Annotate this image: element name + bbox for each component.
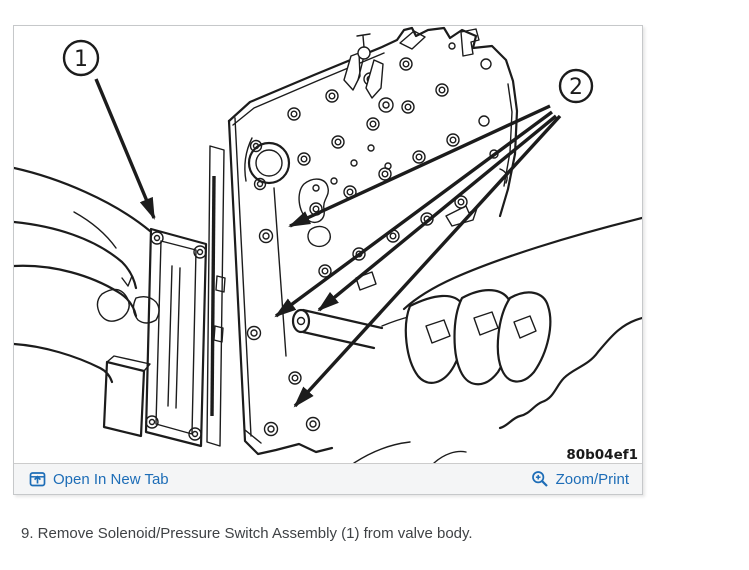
callout-2-label: 2 [569, 75, 583, 100]
separator-plate-edge [206, 145, 226, 447]
left-hand [14, 166, 152, 384]
window-arrow-up-icon [29, 472, 46, 487]
step-instruction: 9. Remove Solenoid/Pressure Switch Assem… [21, 525, 473, 542]
seal-ring-icon [244, 137, 291, 185]
callout-2: 2 [558, 68, 594, 104]
accumulator-pin [291, 308, 384, 350]
right-hand [353, 216, 642, 463]
fingernail [513, 315, 537, 339]
solenoid-assembly [102, 227, 208, 448]
connector-block [102, 355, 151, 438]
zoom-print-label: Zoom/Print [555, 470, 629, 488]
callout-1-label: 1 [74, 47, 88, 72]
figure-code: 80b04ef1 [566, 447, 638, 463]
callout-2-arrows [274, 104, 562, 408]
open-in-new-tab-label: Open In New Tab [53, 470, 169, 488]
fingernail [473, 311, 499, 336]
valve-body-plate [227, 26, 519, 456]
magnifier-plus-icon [531, 471, 548, 487]
open-in-new-tab-link[interactable]: Open In New Tab [29, 470, 169, 488]
figure-action-bar: Open In New Tab Zoom/Print [14, 463, 642, 494]
valve-body-illustration: 1 2 80b04ef1 [14, 26, 642, 463]
figure-panel: 1 2 80b04ef1 Open In New Tab [13, 25, 643, 495]
callout-1: 1 [62, 39, 100, 77]
callout-1-arrow [94, 78, 156, 220]
top-valve-details [343, 28, 508, 184]
fingernail [425, 319, 451, 344]
thumbnail [96, 288, 130, 322]
zoom-print-link[interactable]: Zoom/Print [531, 470, 629, 488]
check-balls [312, 144, 392, 192]
figure-area: 1 2 80b04ef1 [14, 26, 642, 463]
